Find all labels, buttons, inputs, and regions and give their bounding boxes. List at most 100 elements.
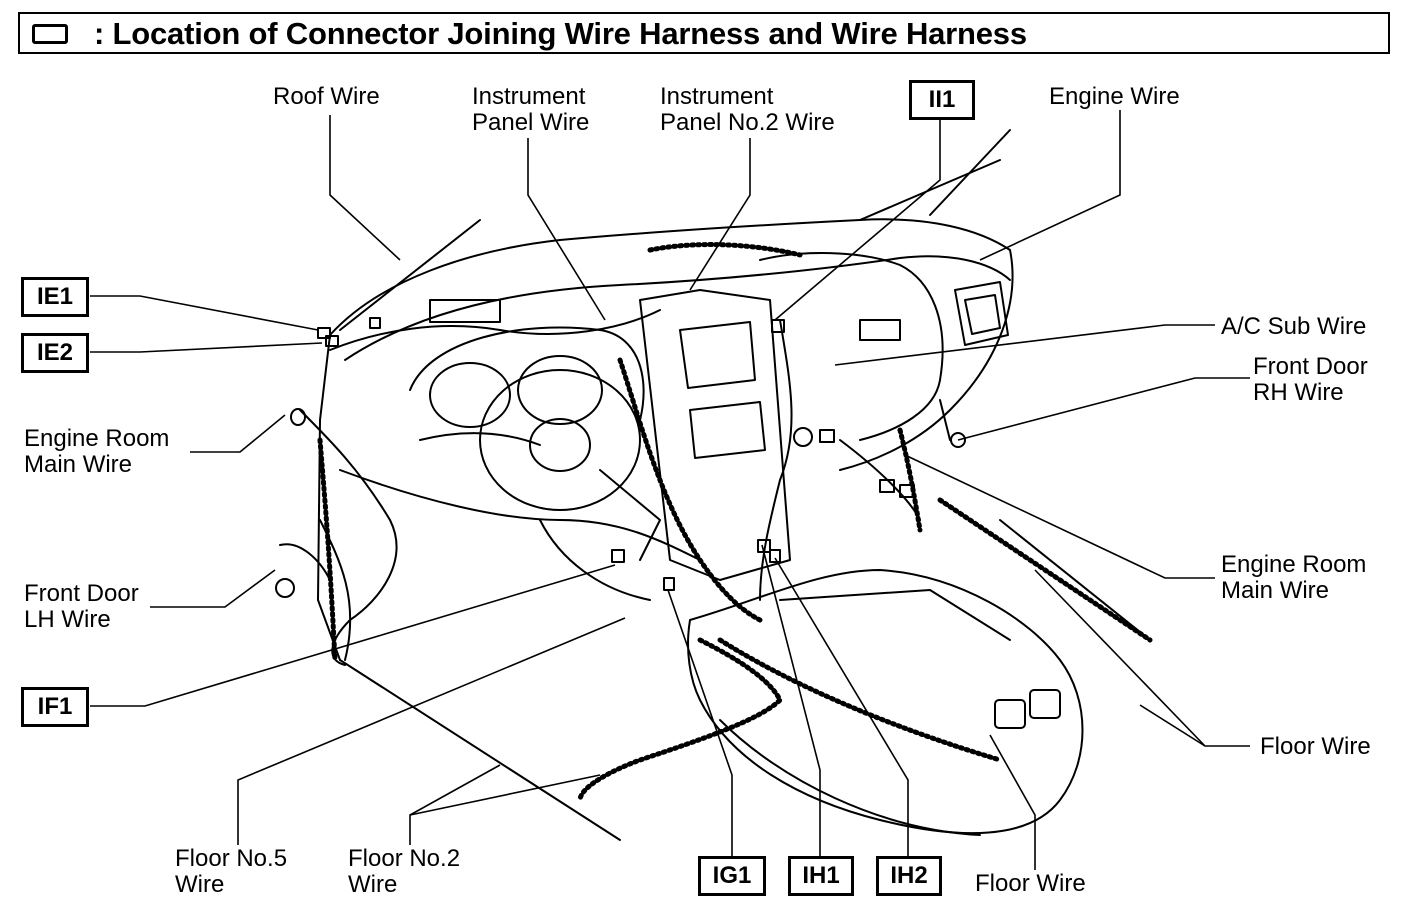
floor-harness-dotted	[937, 497, 1153, 643]
label-floor-wire-bottom: Floor Wire	[975, 870, 1086, 897]
connector	[771, 319, 785, 333]
label-instrument-panel-wire-line1: Instrument	[472, 83, 586, 110]
label-floor-wire-right: Floor Wire	[1260, 733, 1371, 760]
label-floor-no5-line1: Floor No.5	[175, 845, 288, 872]
connector-code-ii1: II1	[909, 80, 975, 120]
harness-bundle	[759, 252, 944, 441]
console-top	[779, 589, 1011, 641]
connector	[879, 479, 895, 493]
console-base	[719, 719, 981, 836]
harness-bundle	[279, 543, 331, 581]
dash-top-outline	[329, 218, 1011, 336]
roof-pillar-2	[929, 129, 1011, 216]
connector-code-ig1: IG1	[698, 856, 766, 896]
label-floor-no2-line1: Floor No.2	[348, 845, 461, 872]
label-instrument-panel-wire-line2: Panel Wire	[472, 109, 590, 136]
center-stack-hvac	[689, 401, 766, 459]
leader-ie1	[90, 295, 319, 331]
leader-floor-wire-bottom	[989, 734, 1036, 870]
leader-ie2	[90, 342, 323, 353]
label-engine-room-main-left-line2: Main Wire	[24, 451, 133, 478]
connector	[317, 327, 331, 339]
leader-instrument-panel-no2	[689, 138, 751, 291]
connector-box-icon	[32, 24, 68, 44]
vent-right	[954, 281, 1009, 346]
cluster-gauge-right	[517, 355, 603, 425]
connector	[859, 319, 901, 341]
connector	[819, 429, 835, 443]
leader-engine-wire	[979, 110, 1121, 261]
connector	[769, 549, 781, 563]
connector-code-ie2: IE2	[21, 333, 89, 373]
label-engine-room-main-right-line1: Engine Room	[1221, 551, 1367, 578]
console-cupholder-2	[1029, 689, 1061, 719]
leader-floor-no2-2	[409, 774, 601, 816]
steering-wheel-outer	[479, 369, 641, 511]
knee-panel	[539, 519, 651, 601]
label-instrument-panel-no2-line2: Panel No.2 Wire	[660, 109, 835, 136]
floor-harness-dotted	[617, 357, 763, 623]
connector	[325, 335, 339, 347]
connector	[429, 299, 501, 323]
connector-code-ih1: IH1	[788, 856, 854, 896]
connector-code-ih2: IH2	[876, 856, 942, 896]
dash-left-end	[317, 334, 341, 661]
harness-bundle	[329, 309, 661, 351]
grommet	[793, 427, 813, 447]
connector	[611, 549, 625, 563]
label-front-door-lh-line1: Front Door	[24, 580, 139, 607]
leader-ii1	[774, 120, 941, 321]
center-stack	[639, 289, 791, 581]
floor-line-right	[999, 519, 1151, 641]
label-front-door-rh-line2: RH Wire	[1253, 379, 1344, 406]
floor-harness-dotted	[897, 427, 923, 533]
leader-if1	[90, 564, 616, 707]
leader-engine-room-right	[904, 454, 1215, 579]
leader-engine-room-left	[190, 414, 286, 453]
title-bar: : Location of Connector Joining Wire Har…	[18, 12, 1390, 54]
label-instrument-panel-no2-line1: Instrument	[660, 83, 774, 110]
dash-right-end	[839, 249, 1014, 471]
grommet	[290, 408, 306, 426]
leader-roof-wire	[329, 115, 401, 261]
label-floor-no5-line2: Wire	[175, 871, 225, 898]
floor-harness-dotted	[647, 242, 803, 258]
leader-ig1	[667, 589, 733, 858]
vent-right-inner	[964, 294, 1001, 335]
cluster-hood	[409, 326, 645, 421]
dash-upper-edge	[344, 255, 1011, 361]
leader-ac-sub-wire	[834, 324, 1215, 366]
harness-bundle	[759, 319, 793, 601]
page-title: : Location of Connector Joining Wire Har…	[94, 16, 1027, 51]
floor-harness-dotted	[717, 637, 1003, 763]
cluster-gauge-left	[429, 362, 511, 428]
leader-front-door-rh	[957, 377, 1250, 441]
leader-ih2	[774, 557, 909, 858]
lower-dash	[339, 469, 701, 561]
label-floor-no2-line2: Wire	[348, 871, 398, 898]
grommet	[275, 578, 295, 598]
label-engine-wire: Engine Wire	[1049, 83, 1180, 110]
steering-column	[599, 469, 661, 561]
leader-floor-no5	[237, 617, 626, 845]
floor-harness-dotted	[317, 437, 338, 663]
harness-bundle	[419, 432, 541, 446]
leader-floor-wire-right-1	[1034, 569, 1250, 747]
windshield-line	[339, 219, 481, 331]
leader-floor-wire-right-2	[1139, 704, 1206, 747]
label-roof-wire: Roof Wire	[273, 83, 380, 110]
label-engine-room-main-left-line1: Engine Room	[24, 425, 170, 452]
harness-bundle	[939, 399, 951, 441]
leader-front-door-lh	[150, 569, 276, 608]
floor-harness-dotted	[577, 637, 784, 803]
leader-instrument-panel-wire	[527, 138, 606, 321]
center-stack-radio	[679, 321, 756, 389]
label-ac-sub-wire: A/C Sub Wire	[1221, 313, 1367, 340]
steering-wheel-hub	[529, 418, 591, 472]
harness-bundle	[299, 409, 398, 666]
console-cupholder-1	[994, 699, 1026, 729]
connector	[369, 317, 381, 329]
label-front-door-lh-line2: LH Wire	[24, 606, 111, 633]
connector	[663, 577, 675, 591]
